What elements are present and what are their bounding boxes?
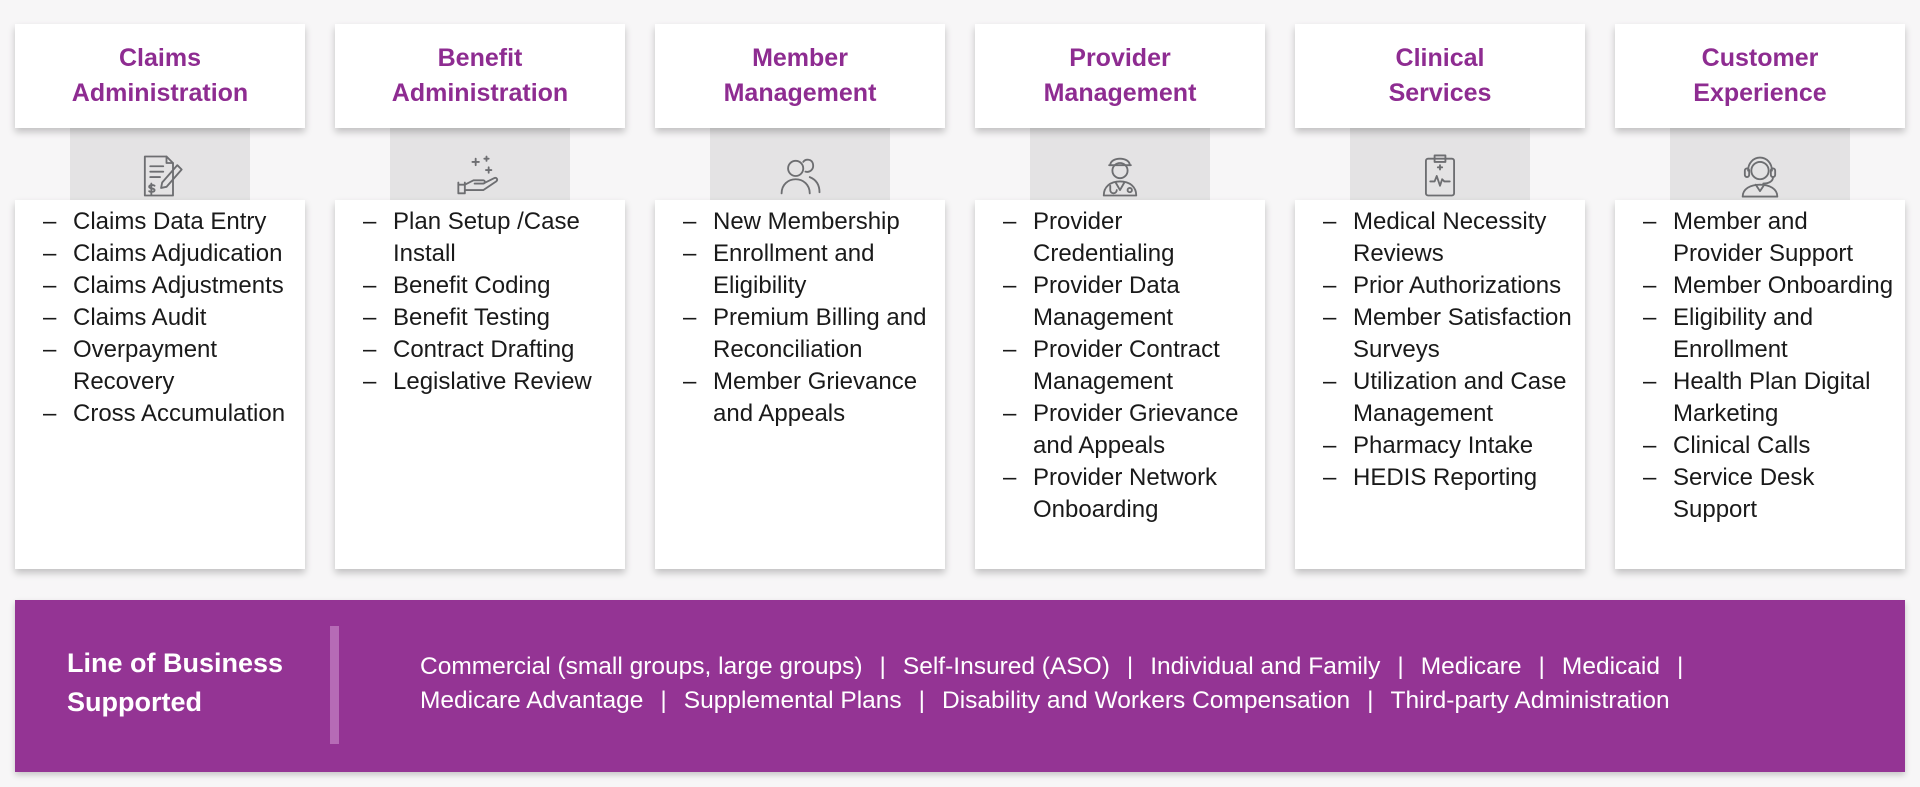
line-of-business-item: Medicare Advantage [420,687,644,714]
column-body: Claims Data EntryClaims AdjudicationClai… [15,200,305,569]
service-columns: Claims AdministrationClaims Data EntryCl… [15,24,1905,569]
service-list-item: Provider Network Onboarding [1003,462,1259,526]
service-list-item: Prior Authorizations [1323,270,1579,302]
line-of-business-item: Third-party Administration [1390,687,1670,714]
service-list-item: Provider Contract Management [1003,334,1259,398]
service-list-item: Claims Audit [43,302,299,334]
service-list-item: Provider Grievance and Appeals [1003,398,1259,462]
service-list-item: Benefit Testing [363,302,619,334]
column-header: Benefit Administration [335,24,625,128]
separator: | [1126,653,1134,680]
line-of-business-item: Supplemental Plans [683,687,902,714]
line-of-business-item: Individual and Family [1150,653,1381,680]
column-title: Provider Management [1043,44,1197,107]
service-list-item: Health Plan Digital Marketing [1643,366,1899,430]
column-header: Member Management [655,24,945,128]
column-header: Claims Administration [15,24,305,128]
service-list: Provider CredentialingProvider Data Mana… [1003,206,1259,526]
service-column: Member ManagementNew MembershipEnrollmen… [655,24,945,569]
banner-divider [330,626,339,744]
column-title: Claims Administration [71,44,249,107]
service-list-item: Claims Data Entry [43,206,299,238]
service-list: Plan Setup /Case InstallBenefit CodingBe… [363,206,619,398]
service-list-item: Plan Setup /Case Install [363,206,619,270]
service-column: Claims AdministrationClaims Data EntryCl… [15,24,305,569]
service-list-item: Member and Provider Support [1643,206,1899,270]
line-of-business-banner: Line of Business Supported Commercial (s… [15,600,1905,772]
service-list-item: Clinical Calls [1643,430,1899,462]
service-list-item: Legislative Review [363,366,619,398]
service-list: Claims Data EntryClaims AdjudicationClai… [43,206,299,430]
service-list-item: Claims Adjustments [43,270,299,302]
line-of-business-row: Medicare Advantage | Supplemental Plans | Di… [420,684,1880,718]
service-list-item: Overpayment Recovery [43,334,299,398]
service-list-item: Member Grievance and Appeals [683,366,939,430]
line-of-business-row: Commercial (small groups, large groups) |… [420,650,1880,684]
line-of-business-item: Medicaid [1561,653,1660,680]
service-list-item: Benefit Coding [363,270,619,302]
service-column: Provider ManagementProvider Credentialin… [975,24,1265,569]
service-list-item: Member Onboarding [1643,270,1899,302]
service-list-item: Contract Drafting [363,334,619,366]
separator: | [660,687,667,714]
column-body: Medical Necessity ReviewsPrior Authoriza… [1295,200,1585,569]
column-body: Provider CredentialingProvider Data Mana… [975,200,1265,569]
separator: | [1676,653,1684,680]
line-of-business-item: Disability and Workers Compensation [942,687,1351,714]
separator: | [918,687,926,714]
service-list-item: Member Satisfaction Surveys [1323,302,1579,366]
column-title: Clinical Services [1388,44,1492,107]
column-body: Member and Provider SupportMember Onboar… [1615,200,1905,569]
service-list: Medical Necessity ReviewsPrior Authoriza… [1323,206,1579,494]
service-list-item: Provider Credentialing [1003,206,1259,270]
column-body: New MembershipEnrollment and Eligibility… [655,200,945,569]
service-list-item: Eligibility and Enrollment [1643,302,1899,366]
service-list-item: Service Desk Support [1643,462,1899,526]
service-list-item: Cross Accumulation [43,398,299,430]
service-list-item: Claims Adjudication [43,238,299,270]
separator: | [1538,653,1545,680]
separator: | [879,653,886,680]
line-of-business-item: Medicare [1420,653,1522,680]
service-column: Benefit AdministrationPlan Setup /Case I… [335,24,625,569]
line-of-business-list: Commercial (small groups, large groups) |… [420,650,1880,718]
line-of-business-item: Commercial (small groups, large groups) [420,653,863,680]
separator: | [1397,653,1404,680]
service-list-item: Utilization and Case Management [1323,366,1579,430]
service-column: Clinical ServicesMedical Necessity Revie… [1295,24,1585,569]
service-list: Member and Provider SupportMember Onboar… [1643,206,1899,526]
column-body: Plan Setup /Case InstallBenefit CodingBe… [335,200,625,569]
column-title: Customer Experience [1693,44,1827,107]
line-of-business-title: Line of Business Supported [67,648,284,717]
line-of-business-item: Self-Insured (ASO) [902,653,1110,680]
service-column: Customer ExperienceMember and Provider S… [1615,24,1905,569]
service-list-item: Premium Billing and Reconciliation [683,302,939,366]
column-header: Customer Experience [1615,24,1905,128]
service-list-item: New Membership [683,206,939,238]
service-list-item: HEDIS Reporting [1323,462,1579,494]
service-list-item: Medical Necessity Reviews [1323,206,1579,270]
service-list-item: Enrollment and Eligibility [683,238,939,302]
column-title: Benefit Administration [391,44,569,107]
column-header: Provider Management [975,24,1265,128]
service-list: New MembershipEnrollment and Eligibility… [683,206,939,430]
column-title: Member Management [723,44,877,107]
service-list-item: Pharmacy Intake [1323,430,1579,462]
column-header: Clinical Services [1295,24,1585,128]
service-list-item: Provider Data Management [1003,270,1259,334]
separator: | [1367,687,1374,714]
